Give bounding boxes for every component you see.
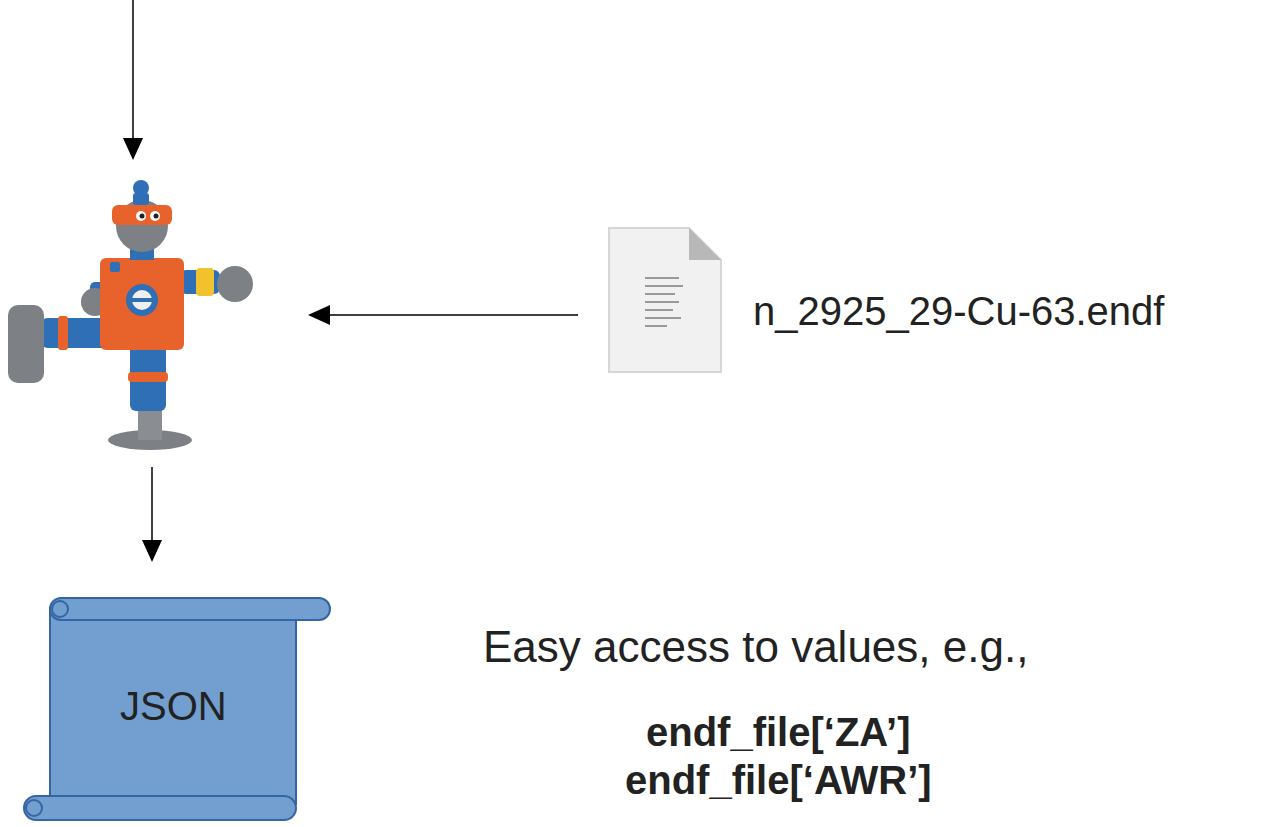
note-text: Easy access to values, e.g.,	[483, 622, 1028, 672]
input-arrow	[132, 0, 134, 140]
scroll-node: JSON	[20, 596, 332, 825]
document-icon	[605, 226, 723, 374]
file-node: n_2925_29-Cu-63.endf	[605, 226, 1280, 376]
file-arrow	[328, 314, 578, 316]
code-example: endf_file[‘AWR’]	[625, 758, 932, 803]
output-arrow	[151, 467, 153, 542]
code-example: endf_file[‘ZA’]	[646, 710, 910, 755]
arrow-head	[123, 138, 143, 160]
robot-illustration	[8, 180, 253, 450]
scroll-text: JSON	[120, 684, 227, 729]
arrow-head	[142, 540, 162, 562]
file-name: n_2925_29-Cu-63.endf	[753, 289, 1164, 334]
arrow-head	[308, 305, 330, 325]
